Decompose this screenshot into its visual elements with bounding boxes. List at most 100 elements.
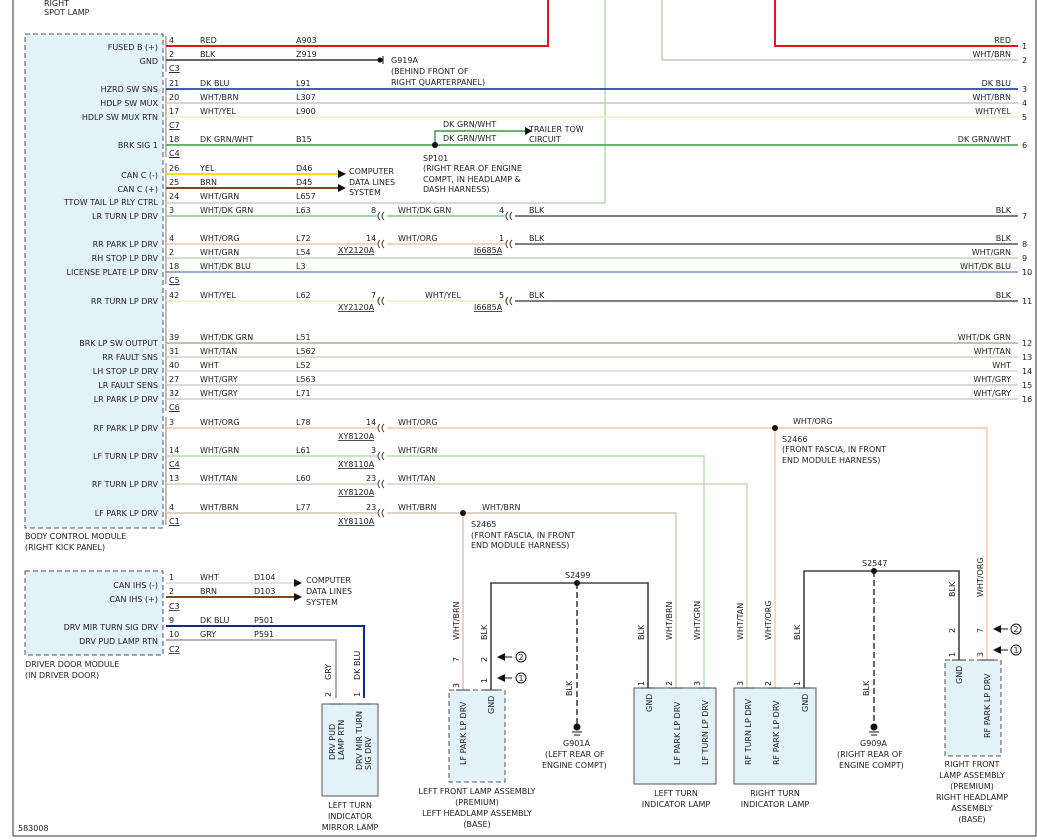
rr-park-conn-a: XY2120A (338, 246, 375, 255)
s2465-location-2: END MODULE HARNESS) (471, 541, 569, 550)
bcm-circuits: A903 Z919 L91 L307 L900 B15 D46 D45 L657… (296, 36, 317, 512)
pin-number: 20 (169, 93, 179, 102)
wire-color: WHT/YEL (200, 107, 236, 116)
rtil-wire-tan: WHT/TAN (736, 603, 745, 640)
lfla-pin-lf: 3 (452, 683, 461, 688)
cdl1-line-3: SYSTEM (349, 188, 381, 197)
sp101-location-1: (RIGHT REAR OF ENGINE (423, 164, 522, 173)
rtil-wire-org: WHT/ORG (764, 600, 773, 640)
wire-color: WHT/ORG (200, 418, 240, 427)
continuation-number: 15 (1022, 381, 1032, 390)
cdl1-line-1: COMPUTER (349, 167, 394, 176)
lf-turn-pin: 3 (371, 446, 376, 455)
cdl2-line-1: COMPUTER (306, 576, 351, 585)
splice-s2547 (871, 568, 877, 574)
circuit-id: L562 (296, 347, 316, 356)
callout-2-icon (1010, 623, 1022, 635)
wire-color: RED (200, 36, 217, 45)
cdl1-line-2: DATA LINES (349, 178, 395, 187)
bcm-pin-labels: FUSED B (+) GND HZRD SW SNS HDLP SW MUX … (63, 43, 159, 518)
lfla-conn-pin-b: 2 (480, 657, 489, 662)
arrow-trailer (525, 127, 532, 135)
circuit-id: Z919 (296, 50, 317, 59)
mirror-name-3: MIRROR LAMP (322, 823, 379, 832)
splice-dots (377, 57, 877, 586)
continuation-number: 5 (1022, 113, 1027, 122)
s2499-name: S2499 (565, 571, 590, 580)
right-wire-color: DK GRN/WHT (958, 135, 1011, 144)
rf-park-pin: 14 (366, 418, 376, 427)
g909a-name: G909A (860, 739, 887, 748)
continuation-number: 7 (1022, 212, 1027, 221)
circuit-id: D103 (254, 587, 275, 596)
sp101-location-2: COMPT, IN HEADLAMP & (423, 175, 521, 184)
right-wire-color: WHT/BRN (972, 50, 1011, 59)
ground-g919a-dot (377, 57, 383, 63)
wire-color: GRY (200, 630, 216, 639)
pin-number: 14 (169, 446, 179, 455)
circuit-id: L60 (296, 474, 311, 483)
right-wire-color: RED (994, 36, 1011, 45)
wire-color: WHT/GRN (200, 192, 239, 201)
pin-number: 2 (169, 50, 174, 59)
mirror-label-1b: LAMP RTN (337, 720, 346, 760)
continuation-number: 6 (1022, 141, 1027, 150)
g901a-name: G901A (563, 739, 590, 748)
ltil-pin-grn: 3 (693, 681, 702, 686)
pin-number: 3 (169, 418, 174, 427)
driver-door-module (24, 570, 164, 656)
lfla-name-3: LEFT HEADLAMP ASSEMBLY (422, 809, 532, 818)
connector-id: C4 (169, 460, 180, 469)
wire-drv-mir-dk-blu (166, 625, 365, 698)
rr-turn-conn-a: XY2120A (338, 303, 375, 312)
circuit-id: L54 (296, 248, 311, 257)
g919a-name: G919A (391, 56, 418, 65)
circuit-id: L72 (296, 234, 311, 243)
lfla-name-4: (BASE) (463, 820, 490, 829)
callout-2-icon (515, 651, 527, 663)
circuit-id: L62 (296, 291, 311, 300)
s2547-name: S2547 (862, 559, 887, 568)
mirror-lamp-module (321, 703, 379, 797)
rfla-name-1: RIGHT FRONT (945, 760, 1000, 769)
bcm-pin-label: RR PARK LP DRV (93, 240, 159, 249)
right-wire-color: WHT/DK GRN (958, 333, 1011, 342)
wire-color: WHT/BRN (200, 503, 239, 512)
rfla-callout-2: 2 (1013, 625, 1018, 634)
connector-id: C6 (169, 403, 180, 412)
g901a-wire-color: BLK (565, 680, 574, 696)
bcm-pin-label: RR FAULT SNS (102, 353, 158, 362)
ltil-label-2: LF PARK LP DRV (673, 701, 682, 765)
bcm-location: (RIGHT KICK PANEL) (25, 543, 105, 552)
circuit-id: L52 (296, 361, 311, 370)
bcm-pin-label: HDLP SW MUX RTN (82, 113, 158, 122)
rfla-conn-pin-b: 7 (976, 628, 985, 633)
circuit-id: L91 (296, 79, 311, 88)
bcm-pin-label: LF TURN LP DRV (93, 452, 159, 461)
rr-park-pin-b: 1 (499, 234, 504, 243)
continuation-number: 13 (1022, 353, 1032, 362)
arrow-shafts (505, 628, 1008, 679)
right-turn-indicator-lamp (733, 687, 817, 785)
arrow-lfla-2 (497, 653, 505, 661)
right-wire-color: WHT/BRN (972, 93, 1011, 102)
continuation-number: 8 (1022, 240, 1027, 249)
wire-color: WHT/GRN (200, 446, 239, 455)
s2465-name: S2465 (471, 520, 496, 529)
pin-number: 21 (169, 79, 179, 88)
lfla-callout-1: 1 (518, 674, 523, 683)
rf-turn-pin: 23 (366, 474, 376, 483)
wire-s2547 (803, 570, 960, 690)
wire-color: WHT/GRY (200, 375, 238, 384)
g909a-wire-color: BLK (862, 680, 871, 696)
pin-number: 39 (169, 333, 179, 342)
wire-color: WHT/BRN (200, 93, 239, 102)
wire-drv-pud-gry (166, 639, 337, 698)
wire-color: WHT/TAN (200, 474, 237, 483)
continuation-number: 10 (1022, 268, 1032, 277)
ddm-connector-1: C3 (169, 602, 180, 611)
circuit-id: L78 (296, 418, 311, 427)
ddm-pin-label: CAN IHS (-) (113, 581, 158, 590)
g901a-location-2: ENGINE COMPT) (542, 761, 607, 770)
pin-number: 18 (169, 135, 179, 144)
